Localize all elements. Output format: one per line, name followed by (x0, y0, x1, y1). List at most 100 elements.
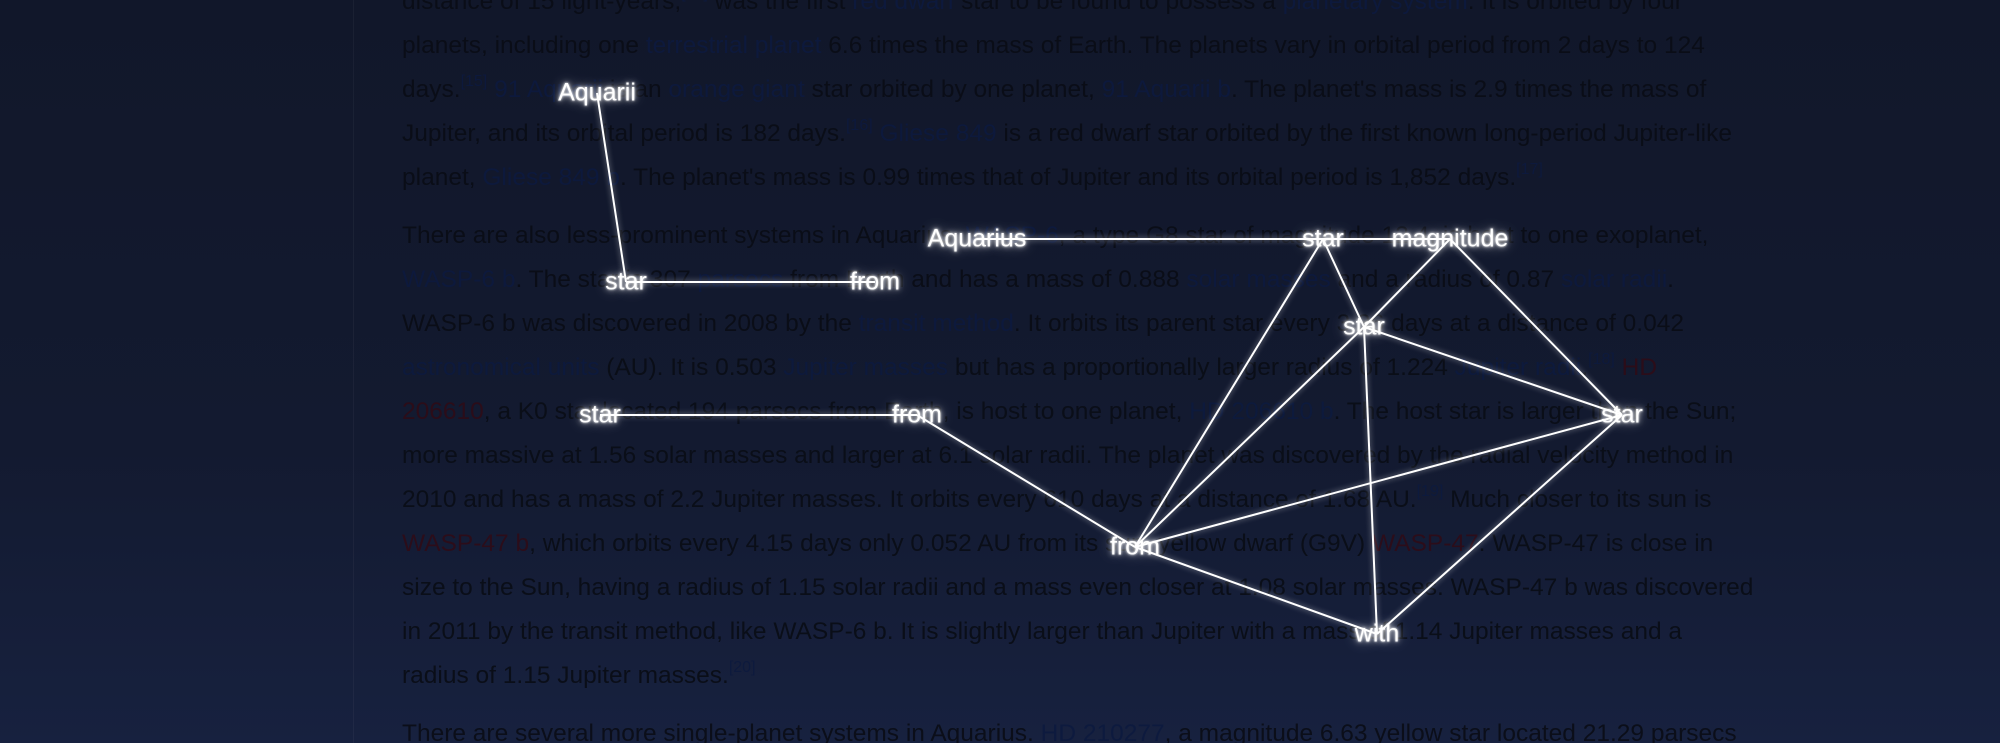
article-text: is a red dwarf star orbited by the first… (996, 120, 1732, 147)
article-line: 2010 and has a mass of 2.2 Jupiter masse… (402, 478, 1962, 522)
article-link[interactable]: red dwarf (852, 0, 955, 15)
article-link[interactable]: 91 Aquarii b (1101, 76, 1231, 103)
article-link[interactable]: planetary system (1282, 0, 1468, 15)
article-link[interactable]: Jupiter radii (1454, 354, 1582, 381)
article-line: days.[15] 91 Aquarii is an orange giant … (402, 68, 1962, 112)
article-text: more massive at 1.56 solar masses and la… (402, 442, 1734, 469)
article-line: There are several more single-planet sys… (402, 712, 1962, 743)
article-text: . It is orbited by four (1467, 0, 1683, 15)
citation-ref[interactable]: [17] (1516, 160, 1543, 178)
graph-node-star2[interactable]: star (1302, 224, 1344, 253)
article-text: . It orbits its parent star every 3.36 d… (1013, 310, 1684, 337)
sidebar-divider (353, 0, 354, 743)
article-text: star to be found to possess a (954, 0, 1283, 15)
article-redlink[interactable]: HD (1621, 354, 1658, 381)
article-link[interactable]: terrestrial planet (645, 32, 822, 59)
citation-ref[interactable]: [18] (1588, 350, 1615, 368)
article-text: size to the Sun, having a radius of 1.15… (402, 574, 1754, 601)
article-text: , a K0 star located 194 parsecs from Ear… (483, 398, 1190, 425)
graph-edge-aquarii-star1 (596, 92, 627, 283)
article-text: planet, (402, 164, 483, 191)
article-link[interactable]: Gliese 849 b (482, 164, 620, 191)
article-text: 6.6 times the mass of Earth. The planets… (821, 32, 1705, 59)
article-text: There are several more single-planet sys… (402, 720, 1041, 743)
article-link[interactable]: parsecs (697, 266, 784, 293)
article-text: distance of 15 light-years, (402, 0, 682, 15)
article-body: distance of 15 light-years,[14] was the … (402, 0, 1962, 743)
citation-ref[interactable]: [15] (460, 72, 488, 90)
article-line: more massive at 1.56 solar masses and la… (402, 434, 1962, 478)
citation-ref[interactable]: [16] (845, 116, 873, 134)
citation-ref[interactable]: [20] (728, 658, 756, 676)
article-text: . WASP-47 is close in (1478, 530, 1714, 557)
article-line: WASP-47 b, which orbits every 4.15 days … (402, 522, 1962, 566)
article-text: . (1581, 354, 1589, 381)
article-link[interactable]: astronomical units (402, 354, 600, 381)
article-line: in 2011 by the transit method, like WASP… (402, 610, 1962, 654)
graph-edge-star5-with (1376, 414, 1623, 635)
graph-edge-magnitude-star3 (1363, 238, 1451, 328)
article-line: 206610, a K0 star located 194 parsecs fr… (402, 390, 1962, 434)
article-line: size to the Sun, having a radius of 1.15… (402, 566, 1962, 610)
graph-node-with[interactable]: with (1354, 619, 1400, 648)
article-line: WASP-6 b was discovered in 2008 by the t… (402, 302, 1962, 346)
graph-edge-from2-from3 (916, 414, 1136, 548)
article-link[interactable]: HD 210277 (1040, 720, 1165, 743)
article-text: days. (402, 76, 461, 103)
graph-node-from2[interactable]: from (892, 400, 942, 429)
article-text: . The planet's mass is 0.99 times that o… (619, 164, 1517, 191)
article-text: was the first (707, 0, 853, 15)
article-text: . The planet's mass is 2.9 times the mas… (1230, 76, 1707, 103)
graph-node-star3[interactable]: star (1343, 312, 1385, 341)
article-redlink[interactable]: WASP-47 (1371, 530, 1479, 557)
article-link[interactable]: Gliese 849 (879, 120, 997, 147)
article-text: . The host star is larger than the Sun; (1333, 398, 1737, 425)
article-link[interactable]: WASP-6 (965, 222, 1059, 249)
article-redlink[interactable]: WASP-47 b (402, 530, 530, 557)
article-line: WASP-6 b. The star is 307 parsecs from E… (402, 258, 1962, 302)
article-text: , a type G8 star of magnitude 12.4, is h… (1058, 222, 1709, 249)
article-line: distance of 15 light-years,[14] was the … (402, 0, 1962, 24)
graph-node-aquarius[interactable]: Aquarius (927, 224, 1027, 253)
article-link[interactable]: Jupiter masses (783, 354, 949, 381)
citation-ref[interactable]: [19] (1416, 482, 1444, 500)
article-link[interactable]: 91 Aquarii (494, 76, 604, 103)
article-redlink[interactable]: 206610 (402, 398, 484, 425)
article-text: 2010 and has a mass of 2.2 Jupiter masse… (402, 486, 1417, 513)
article-text: (AU). It is 0.503 (599, 354, 784, 381)
article-link[interactable]: orange giant (668, 76, 805, 103)
graph-edge-star2-star3 (1322, 238, 1365, 328)
graph-edge-from3-with (1134, 546, 1378, 635)
graph-node-star5[interactable]: star (1601, 400, 1643, 429)
article-text: star orbited by one planet, (804, 76, 1102, 103)
graph-node-from3[interactable]: from (1110, 532, 1160, 561)
graph-edge-magnitude-star5 (1449, 238, 1623, 416)
graph-edge-star3-with (1363, 326, 1378, 635)
article-text: and a radius of 0.87 (1330, 266, 1561, 293)
graph-node-star1[interactable]: star (605, 267, 647, 296)
article-text: . The star is 307 (515, 266, 698, 293)
article-link[interactable]: WASP-6 b (402, 266, 516, 293)
article-text: radius of 1.15 Jupiter masses. (402, 662, 729, 689)
article-link[interactable]: solar radii (1560, 266, 1668, 293)
article-text: , a magnitude 6.63 yellow star located 2… (1164, 720, 1737, 743)
graph-edge-star3-star5 (1363, 326, 1623, 416)
article-line: radius of 1.15 Jupiter masses.[20] (402, 654, 1962, 698)
article-link[interactable]: solar masses (1186, 266, 1331, 293)
graph-node-star4[interactable]: star (579, 400, 621, 429)
article-line: planet, Gliese 849 b. The planet's mass … (402, 156, 1962, 200)
article-text: , which orbits every 4.15 days only 0.05… (529, 530, 1372, 557)
graph-node-from1[interactable]: from (850, 267, 900, 296)
article-link[interactable]: transit method (858, 310, 1014, 337)
article-text: from Earth and has a mass of 0.888 (783, 266, 1187, 293)
article-text: is an (603, 76, 669, 103)
article-text: There are also less-prominent systems in… (402, 222, 966, 249)
citation-ref[interactable]: [14] (681, 0, 708, 2)
graph-node-aquarii[interactable]: Aquarii (558, 78, 636, 107)
article-text: planets, including one (402, 32, 646, 59)
graph-edge-star5-from3 (1134, 414, 1623, 548)
graph-node-magnitude[interactable]: magnitude (1391, 224, 1509, 253)
article-line: planets, including one terrestrial plane… (402, 24, 1962, 68)
